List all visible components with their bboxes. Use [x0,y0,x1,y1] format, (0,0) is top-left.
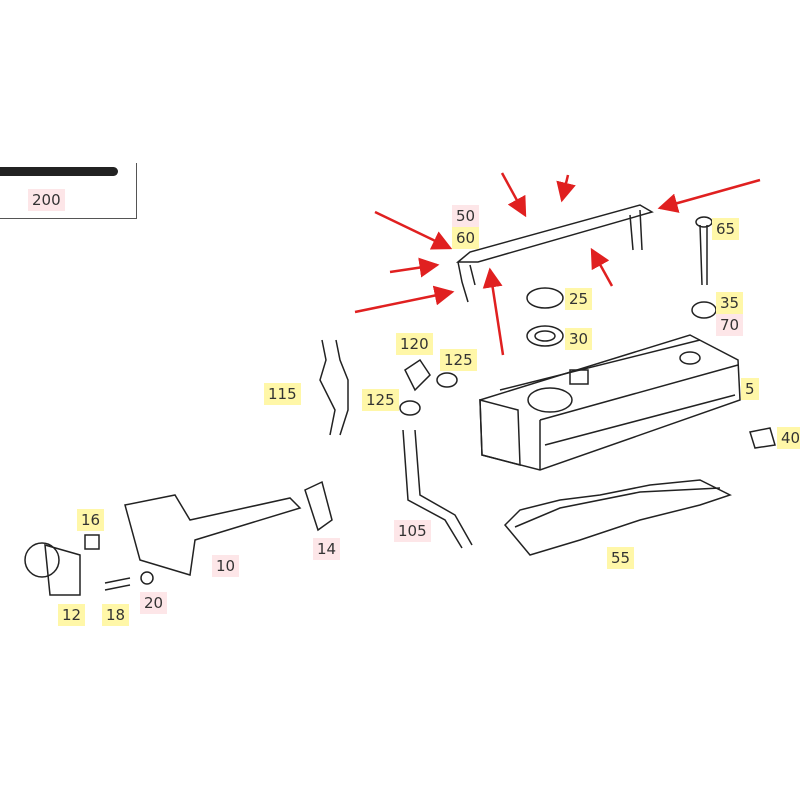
label-30: 30 [565,328,593,350]
label-70: 70 [716,314,744,336]
label-125-b: 125 [362,389,399,411]
label-16: 16 [77,509,105,531]
label-105: 105 [394,520,431,542]
label-200: 200 [28,189,65,211]
label-18: 18 [102,604,130,626]
label-65: 65 [712,218,740,240]
label-55: 55 [607,547,635,569]
label-35: 35 [716,292,744,314]
label-50: 50 [452,205,480,227]
label-10: 10 [212,555,240,577]
label-40: 40 [777,427,800,449]
label-60: 60 [452,227,480,249]
legend-box: 200 [0,163,137,219]
legend-note-bar [0,167,118,176]
label-115: 115 [264,383,301,405]
label-5: 5 [741,378,759,400]
gasket [503,479,732,556]
breather-pipe [455,204,654,303]
timing-parts [24,480,333,596]
label-25: 25 [565,288,593,310]
label-20: 20 [140,592,168,614]
small-parts [319,216,776,549]
label-125: 125 [440,349,477,371]
red-arrows [354,172,761,356]
label-12: 12 [58,604,86,626]
label-14: 14 [313,538,341,560]
valve-cover [479,334,741,471]
label-120: 120 [396,333,433,355]
